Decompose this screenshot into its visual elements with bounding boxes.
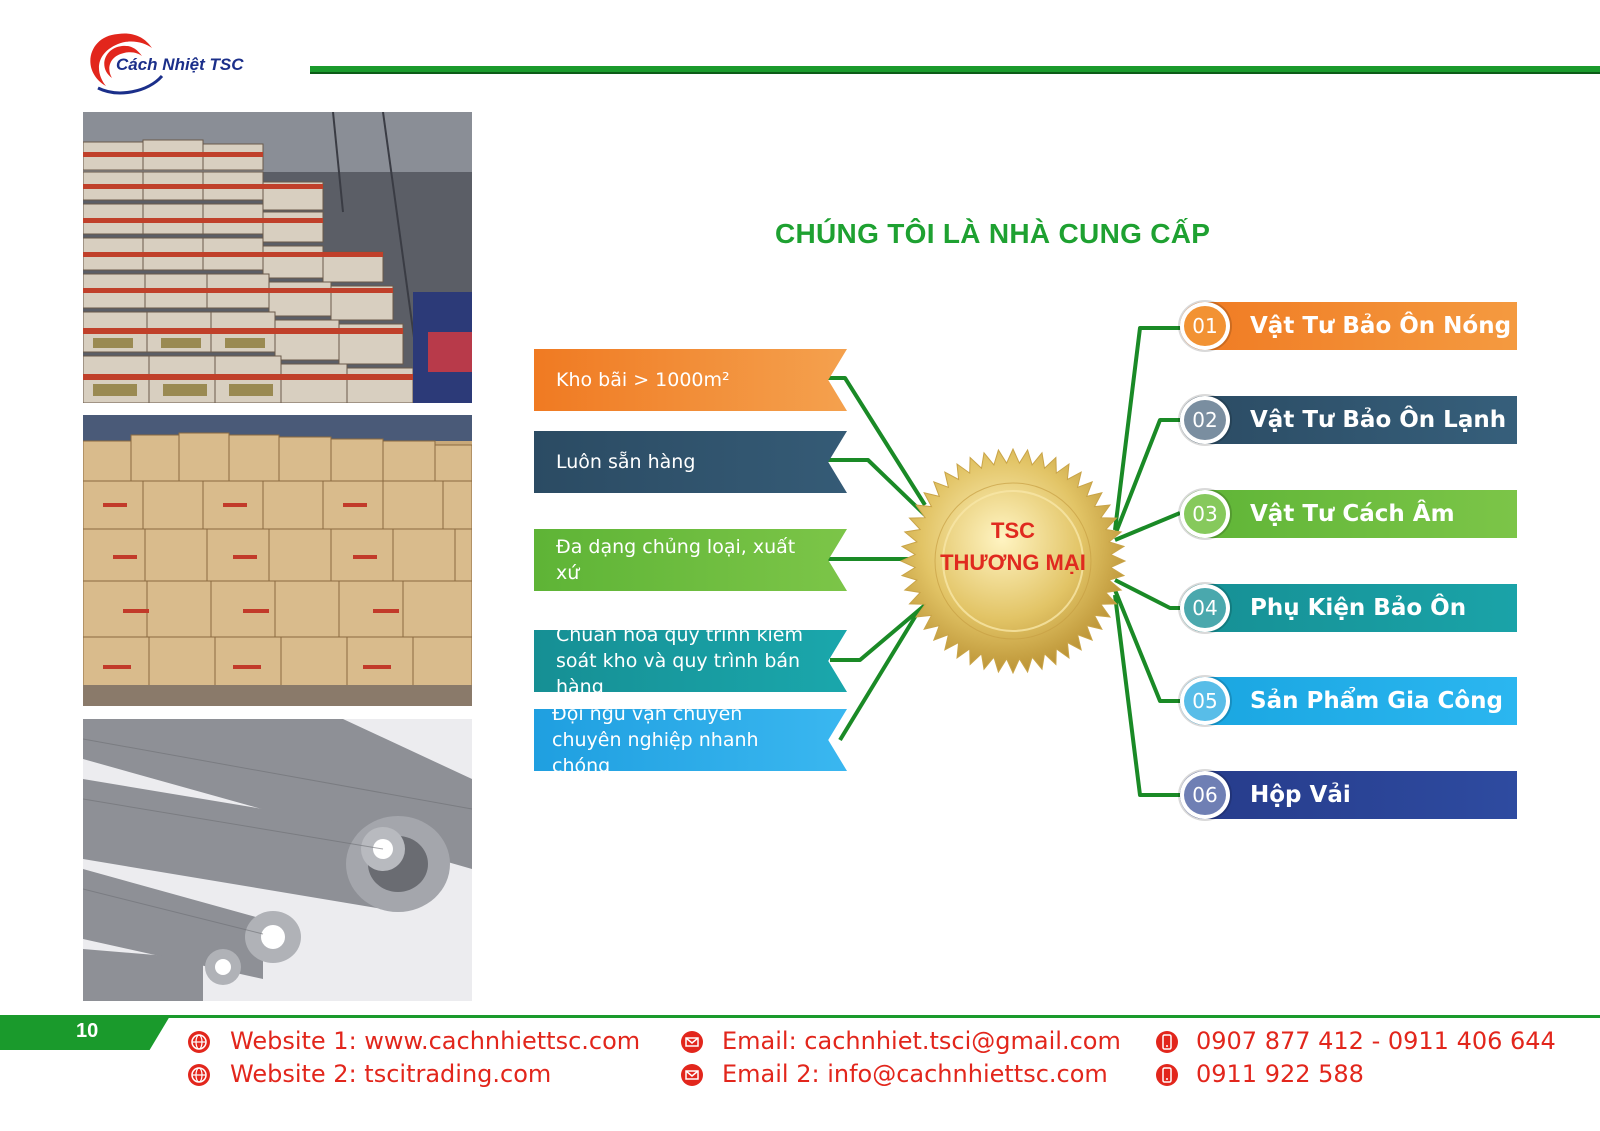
- product-label: Hộp Vải: [1250, 782, 1351, 808]
- product-ribbon-cold-insulation: Vật Tư Bảo Ôn Lạnh: [1180, 396, 1517, 444]
- feature-ribbon-delivery: Đội ngũ vận chuyển chuyên nghiệp nhanh c…: [534, 709, 847, 771]
- page-number: 10: [76, 1020, 99, 1042]
- seal-brand: TSC: [991, 518, 1035, 543]
- product-ribbon-fabrication: Sản Phẩm Gia Công: [1180, 677, 1517, 725]
- product-ribbon-fabric-box: Hộp Vải: [1180, 771, 1517, 819]
- email2-link[interactable]: Email 2: info@cachnhiettsc.com: [722, 1060, 1108, 1088]
- product-number-badge: 03: [1180, 490, 1230, 538]
- footer-divider: [0, 1015, 1600, 1018]
- feature-ribbon-variety: Đa dạng chủng loại, xuất xứ: [534, 529, 847, 591]
- header-green-bar: [310, 66, 1600, 74]
- product-ribbon-hot-insulation: Vật Tư Bảo Ôn Nóng: [1180, 302, 1517, 350]
- feature-label: Luôn sẵn hàng: [556, 451, 696, 473]
- product-label: Phụ Kiện Bảo Ôn: [1250, 595, 1467, 621]
- warehouse-boxes-photo: [83, 415, 472, 706]
- product-ribbon-accessories: Phụ Kiện Bảo Ôn: [1180, 584, 1517, 632]
- product-label: Vật Tư Bảo Ôn Lạnh: [1250, 407, 1507, 433]
- feature-ribbon-process: Chuẩn hóa quy trình kiểm soát kho và quy…: [534, 630, 847, 692]
- page-number-tab: [0, 1016, 170, 1050]
- company-logo: [90, 33, 164, 95]
- feature-label: Đội ngũ vận chuyển chuyên nghiệp nhanh c…: [552, 703, 759, 777]
- phone1-text: 0907 877 412 - 0911 406 644: [1196, 1027, 1556, 1055]
- feature-ribbon-in-stock: Luôn sẵn hàng: [534, 431, 847, 493]
- gold-seal-badge: [899, 448, 1127, 674]
- website1-link[interactable]: Website 1: www.cachnhiettsc.com: [230, 1027, 641, 1055]
- feature-label: Đa dạng chủng loại, xuất xứ: [556, 536, 796, 584]
- email1-link[interactable]: Email: cachnhiet.tsci@gmail.com: [722, 1027, 1121, 1055]
- logo-text: Cách Nhiệt TSC: [116, 55, 244, 74]
- warehouse-rockwool-photo: [83, 112, 472, 403]
- section-title: CHÚNG TÔI LÀ NHÀ CUNG CẤP: [775, 218, 1211, 249]
- insulation-pipes-photo: [83, 719, 472, 1001]
- product-number-badge: 04: [1180, 584, 1230, 632]
- product-label: Vật Tư Bảo Ôn Nóng: [1250, 313, 1512, 339]
- product-label: Vật Tư Cách Âm: [1250, 501, 1455, 527]
- mail-icon: [681, 1064, 703, 1086]
- feature-ribbon-warehouse: Kho bãi > 1000m²: [534, 349, 847, 411]
- product-number-badge: 02: [1180, 396, 1230, 444]
- seal-subtitle: THƯƠNG MẠI: [940, 550, 1086, 575]
- product-ribbon-acoustic: Vật Tư Cách Âm: [1180, 490, 1517, 538]
- globe-icon: [188, 1064, 210, 1086]
- website2-link[interactable]: Website 2: tscitrading.com: [230, 1060, 552, 1088]
- product-number-badge: 05: [1180, 677, 1230, 725]
- product-number-badge: 06: [1180, 771, 1230, 819]
- feature-label: Chuẩn hóa quy trình kiểm soát kho và quy…: [556, 624, 803, 698]
- product-label: Sản Phẩm Gia Công: [1250, 688, 1503, 714]
- phone2-text: 0911 922 588: [1196, 1060, 1364, 1088]
- mail-icon: [681, 1031, 703, 1053]
- feature-label: Kho bãi > 1000m²: [556, 369, 730, 391]
- product-number-badge: 01: [1180, 302, 1230, 350]
- globe-icon: [188, 1031, 210, 1053]
- phone-icon: [1156, 1031, 1178, 1053]
- phone-icon: [1156, 1064, 1178, 1086]
